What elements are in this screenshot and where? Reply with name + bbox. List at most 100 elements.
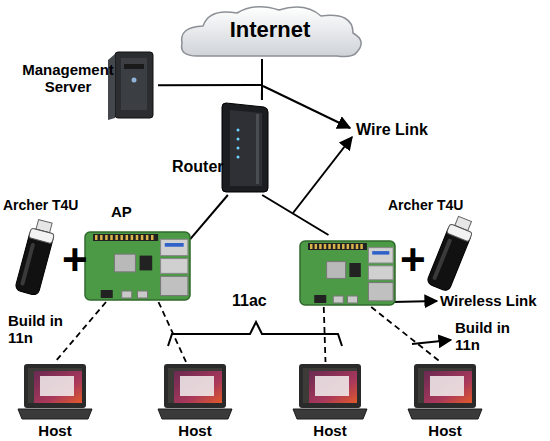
desktop-dock [168, 368, 174, 403]
wired-link [262, 195, 328, 235]
standard-label: Build in 11n [8, 313, 76, 347]
usb-port [161, 239, 188, 255]
router-body [222, 103, 268, 192]
node-label: Management Server [18, 62, 118, 96]
desktop-topbar [418, 368, 472, 371]
gpio-pin [347, 244, 350, 249]
gpio-pin [319, 244, 322, 249]
router-node: Router [172, 100, 270, 195]
power-button [132, 78, 137, 83]
status-led [237, 147, 240, 150]
gpio-pin [126, 235, 129, 240]
gpio-pin [351, 244, 354, 249]
node-label: Host [285, 423, 375, 440]
cpu-chip [327, 262, 346, 279]
cloud-node: Internet [175, 3, 365, 59]
server-node: Management Server [18, 50, 158, 122]
gpio-pin [324, 244, 327, 249]
desktop-dock [28, 368, 34, 403]
wireless-link [324, 307, 326, 362]
hdmi-port [122, 291, 132, 298]
node-label: Archer T4U [3, 198, 93, 214]
leader-arrow [263, 86, 350, 128]
router-stripe [256, 114, 259, 184]
node-label: AP [111, 204, 151, 221]
standard-label: 11ac [232, 292, 267, 310]
host-node: Host [150, 362, 240, 441]
node-icon [85, 204, 190, 302]
access-point-node [300, 235, 395, 307]
gpio-pin [136, 235, 139, 240]
gpio-pin [337, 244, 340, 249]
gpio-pin [131, 235, 134, 240]
desktop-window [180, 376, 214, 396]
adapter-shine [432, 238, 452, 280]
ram-chip [349, 263, 360, 277]
ram-chip [140, 256, 153, 271]
ethernet-port [368, 283, 393, 301]
node-label: Internet [175, 18, 365, 43]
desktop-topbar [168, 368, 222, 371]
gpio-pin [146, 235, 149, 240]
node-label: Host [400, 423, 490, 440]
pc-tower [115, 52, 153, 118]
hdmi-port [348, 296, 358, 303]
status-led [237, 138, 240, 141]
gpio-pin [100, 235, 103, 240]
gpio-header [93, 234, 158, 241]
gpio-pin [356, 244, 359, 249]
desktop-window [40, 376, 74, 396]
pcb [85, 232, 190, 300]
gpio-pin [328, 244, 331, 249]
gpio-pin [95, 235, 98, 240]
leader-arrow [412, 340, 451, 344]
wired-link [158, 85, 262, 100]
wireless-link [55, 302, 106, 362]
status-led [237, 129, 240, 132]
pcb [300, 241, 395, 305]
desktop-window [315, 376, 349, 396]
gpio-pin [105, 235, 108, 240]
laptop-screen [303, 368, 357, 403]
usb-port [161, 259, 188, 274]
laptop-lid [414, 364, 476, 408]
gpio-pin [115, 235, 118, 240]
gpio-pin [141, 235, 144, 240]
gpio-pin [120, 235, 123, 240]
hdmi-port [138, 291, 148, 298]
adapter-body [15, 228, 55, 296]
desktop-dock [303, 368, 309, 403]
host-node: Host [285, 362, 375, 441]
ethernet-port [161, 276, 188, 295]
plus-sign: + [400, 238, 426, 282]
laptop-lid [299, 364, 361, 408]
adapter-node: Archer T4U [385, 198, 480, 298]
usb3-insert [372, 251, 389, 255]
wired-link [190, 195, 228, 239]
gpio-pin [360, 244, 363, 249]
laptop-base [408, 409, 482, 419]
gpio-header [308, 243, 367, 250]
drive-bay [124, 64, 144, 69]
adapter-cap [29, 228, 55, 244]
laptop-base [18, 409, 92, 419]
laptop-base [158, 409, 232, 419]
access-point-node: AP [85, 204, 190, 302]
link-label: Wireless Link [440, 293, 537, 310]
adapter-shine [20, 242, 35, 286]
node-icon [172, 100, 270, 195]
gpio-pin [333, 244, 336, 249]
node-icon [300, 235, 395, 307]
desktop-topbar [28, 368, 82, 371]
raspberry-pi-board [300, 241, 395, 305]
leader-arrow [293, 137, 352, 213]
group-bracket [168, 322, 342, 346]
status-led [237, 156, 240, 159]
link-label: Wire Link [356, 121, 428, 139]
laptop-screen [418, 368, 472, 403]
wireless-link [371, 307, 440, 362]
usb3-insert [165, 243, 184, 247]
host-node: Host [400, 362, 490, 441]
node-label: Router [172, 158, 234, 176]
